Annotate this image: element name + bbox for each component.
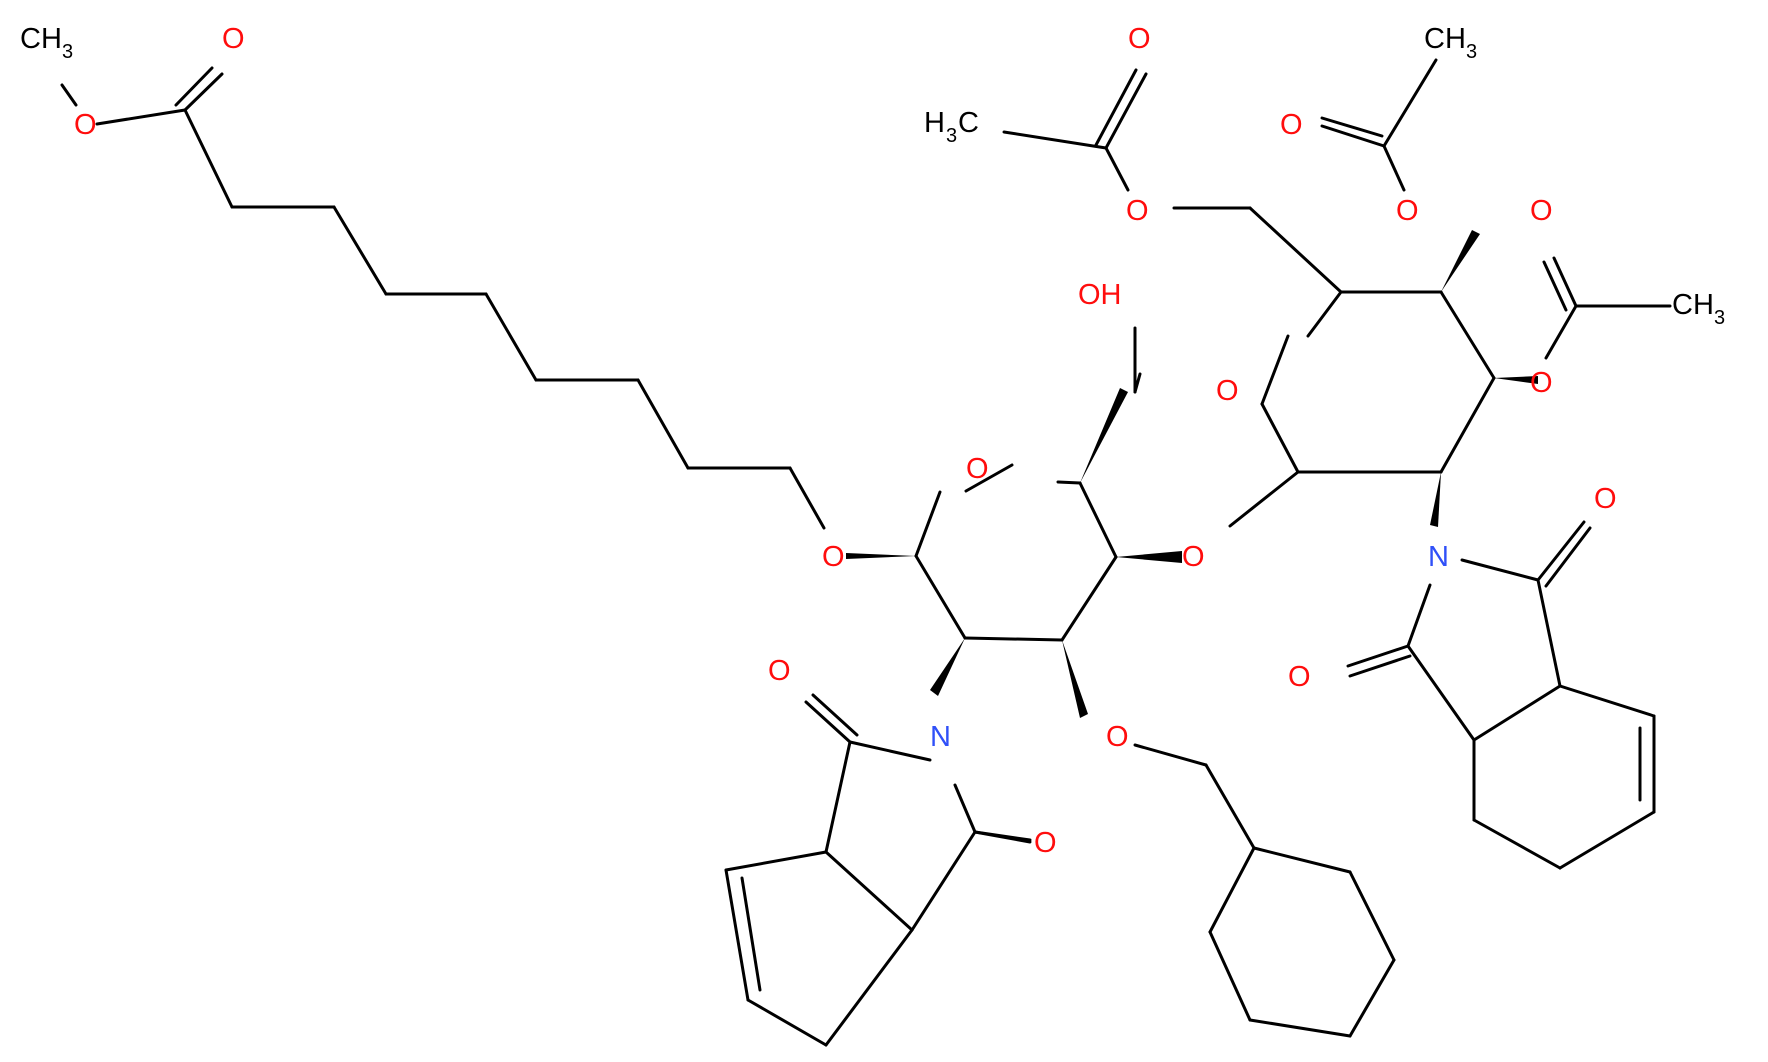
label-o-acetyl-right-carbonyl: O: [1530, 195, 1553, 227]
label-ch3-acetyl-top: CH: [1424, 23, 1466, 55]
label-n-phthalimide-left: N: [930, 721, 951, 753]
label-h3c-acetyl-left-c: C: [958, 107, 979, 139]
label-o-ester-single: O: [74, 109, 97, 141]
left-sugar-ring-bonds: [914, 372, 1142, 642]
label-o-glycosidic-link: O: [1182, 541, 1205, 573]
left-phthalimide-bonds: [724, 693, 1032, 1047]
label-o-glycosidic-aglycone: O: [822, 541, 845, 573]
label-oh: OH: [1078, 279, 1122, 311]
label-n-phthalimide-right: N: [1428, 541, 1449, 573]
label-o-phth-left-bottom: O: [1034, 827, 1057, 859]
label-o-benzyl: O: [1106, 721, 1129, 753]
label-o-ring-right: O: [1216, 375, 1239, 407]
label-o-phth-left-top: O: [768, 655, 791, 687]
label-o-ring-left: O: [966, 453, 989, 485]
ester-chain-bonds: [60, 66, 826, 530]
acetyl-bonds: [1002, 58, 1672, 360]
right-sugar-ring-bonds: [1172, 206, 1496, 528]
label-o-acetyl-left-carbonyl: O: [1128, 23, 1151, 55]
label-o-acetyl-top-carbonyl: O: [1280, 109, 1303, 141]
label-ch3-ester: CH: [20, 23, 62, 55]
label-h3c-acetyl-left: H: [924, 107, 945, 139]
left-ring-stereo-bonds: [846, 388, 1182, 718]
label-ch3-acetyl-right: CH: [1672, 289, 1714, 321]
label-o-acetyl-right-single: O: [1530, 367, 1553, 399]
label-o-acetyl-left-single: O: [1126, 195, 1149, 227]
right-ring-stereo-bonds: [1430, 230, 1538, 527]
label-o-phth-right-bottom: O: [1288, 661, 1311, 693]
label-o-phth-right-top: O: [1594, 483, 1617, 515]
right-phthalimide-bonds: [1346, 520, 1656, 870]
atom-labels: CH 3 O O O O OH O N O O O O H 3 C O O CH…: [20, 23, 1725, 859]
label-ch3-acetyl-right-sub: 3: [1714, 307, 1725, 329]
label-h3c-acetyl-left-sub: 3: [946, 125, 957, 147]
benzyl-bonds: [1133, 743, 1396, 1038]
label-ch3-ester-sub: 3: [62, 41, 73, 63]
label-o-acetyl-top-single: O: [1396, 195, 1419, 227]
label-ch3-acetyl-top-sub: 3: [1466, 41, 1477, 63]
label-o-ester-carbonyl: O: [222, 23, 245, 55]
